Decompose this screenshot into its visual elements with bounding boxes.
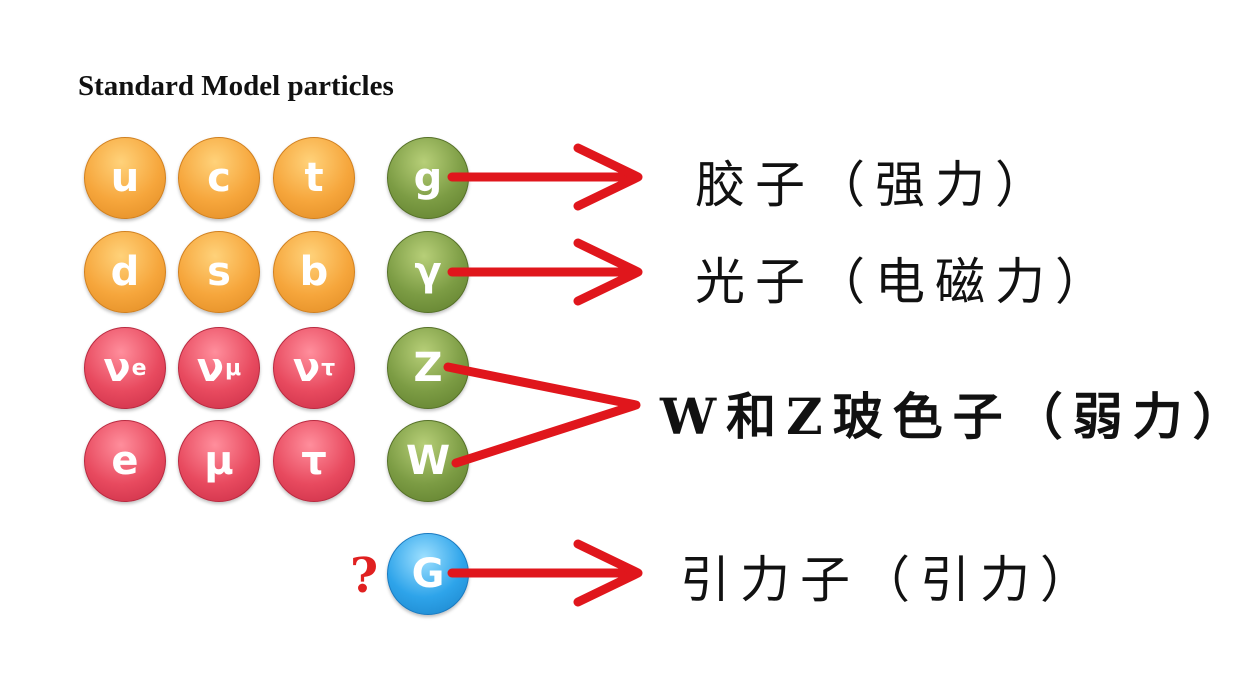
particle-w-boson: W xyxy=(387,420,469,502)
question-mark: ? xyxy=(350,548,379,604)
diagram-title: Standard Model particles xyxy=(78,70,394,102)
label-graviton: 引力子（引力） xyxy=(680,551,1100,609)
label-gluon: 胶子（强力） xyxy=(695,156,1055,214)
particle-electron: e xyxy=(84,420,166,502)
particle-up-quark: u xyxy=(84,137,166,219)
arrow-graviton xyxy=(447,539,643,607)
arrow-wz xyxy=(443,362,641,468)
subscript: e xyxy=(131,355,147,381)
label-wz-bosons: W和Z玻色子（弱力） xyxy=(660,387,1242,446)
particle-down-quark: d xyxy=(84,231,166,313)
particle-bottom-quark: b xyxy=(273,231,355,313)
particle-tau: τ xyxy=(273,420,355,502)
subscript: τ xyxy=(321,355,336,381)
particle-top-quark: t xyxy=(273,137,355,219)
label-photon: 光子（电磁力） xyxy=(695,253,1115,311)
subscript: μ xyxy=(225,355,242,381)
nu-symbol: ν xyxy=(103,345,131,391)
particle-strange-quark: s xyxy=(178,231,260,313)
nu-symbol: ν xyxy=(196,345,225,391)
particle-charm-quark: c xyxy=(178,137,260,219)
arrow-gluon xyxy=(447,143,643,211)
nu-symbol: ν xyxy=(292,345,321,391)
arrow-photon xyxy=(447,238,643,306)
particle-muon: μ xyxy=(178,420,260,502)
